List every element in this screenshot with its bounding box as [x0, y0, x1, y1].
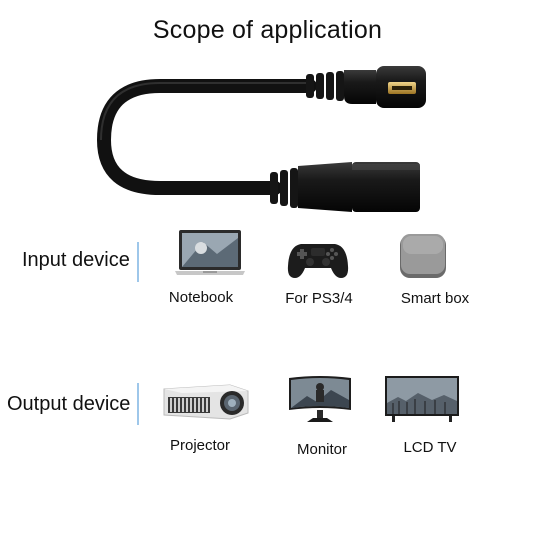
- hdmi-female-connector: [298, 162, 420, 212]
- output-device-label: Output device: [7, 393, 131, 415]
- smart-box-icon: [400, 234, 446, 278]
- cable-image: [96, 66, 426, 212]
- projector-icon: [163, 384, 249, 420]
- gamepad-icon: [287, 244, 349, 278]
- input-divider: [137, 242, 139, 282]
- mini-hdmi-plug: [344, 66, 426, 108]
- tv-label: LCD TV: [403, 439, 457, 456]
- top-strain-relief: [306, 71, 344, 101]
- input-device-label: Input device: [22, 249, 130, 271]
- notebook-icon: [175, 230, 245, 275]
- smart-box-label: Smart box: [400, 290, 470, 307]
- ps-label: For PS3/4: [285, 290, 353, 307]
- output-divider: [137, 383, 139, 425]
- projector-label: Projector: [169, 437, 231, 454]
- bottom-strain-relief: [270, 168, 298, 208]
- page-title: Scope of application: [152, 16, 383, 44]
- tv-icon: [385, 376, 459, 422]
- monitor-icon: [289, 376, 351, 422]
- notebook-label: Notebook: [168, 289, 234, 306]
- monitor-label: Monitor: [296, 441, 348, 458]
